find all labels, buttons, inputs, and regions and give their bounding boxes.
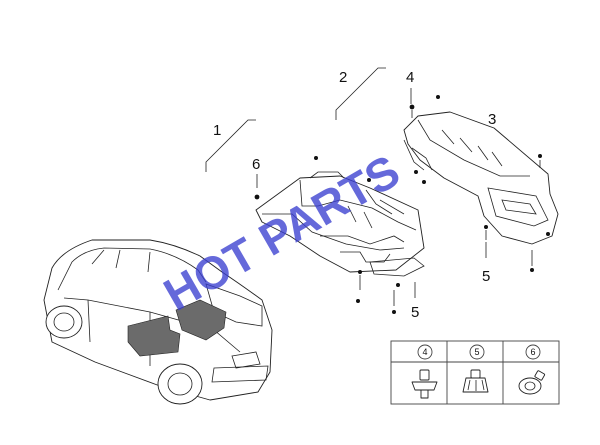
callout-label: 4 xyxy=(406,69,414,86)
legend-header: 4 xyxy=(422,347,427,357)
under-cover-panel xyxy=(255,171,425,277)
bolt-icon xyxy=(422,180,426,184)
vehicle-outline xyxy=(43,239,273,405)
bolt-icon xyxy=(484,225,488,229)
bolt-icon xyxy=(538,154,542,158)
fastener-legend-table: 4 5 6 xyxy=(390,340,560,405)
callout-label: 5 xyxy=(411,304,419,321)
clip-fastener-icon xyxy=(411,369,438,399)
legend-header: 5 xyxy=(474,347,479,357)
screw-grommet-icon xyxy=(518,370,546,395)
bolt-icon xyxy=(356,299,360,303)
callout-label: 2 xyxy=(339,69,347,86)
bolt-icon xyxy=(367,178,371,182)
callout-label: 1 xyxy=(213,122,221,139)
bolts xyxy=(254,95,550,314)
bolt-icon xyxy=(254,194,260,200)
callout-label: 5 xyxy=(482,268,490,285)
legend-header: 6 xyxy=(530,347,535,357)
bolt-icon xyxy=(358,270,362,274)
push-rivet-icon xyxy=(462,369,489,393)
callout-label: 6 xyxy=(252,156,260,173)
bolt-icon xyxy=(436,95,440,99)
bolt-icon xyxy=(314,156,318,160)
side-cover-panel xyxy=(403,111,559,245)
bolt-icon xyxy=(396,283,400,287)
bolt-icon xyxy=(414,170,418,174)
bolt-icon xyxy=(530,268,534,272)
bolt-icon xyxy=(409,104,415,110)
callout-labels: 1 2 3 4 5 5 6 xyxy=(213,69,496,321)
callout-label: 3 xyxy=(488,111,496,128)
bolt-icon xyxy=(392,310,396,314)
bolt-icon xyxy=(546,232,550,236)
